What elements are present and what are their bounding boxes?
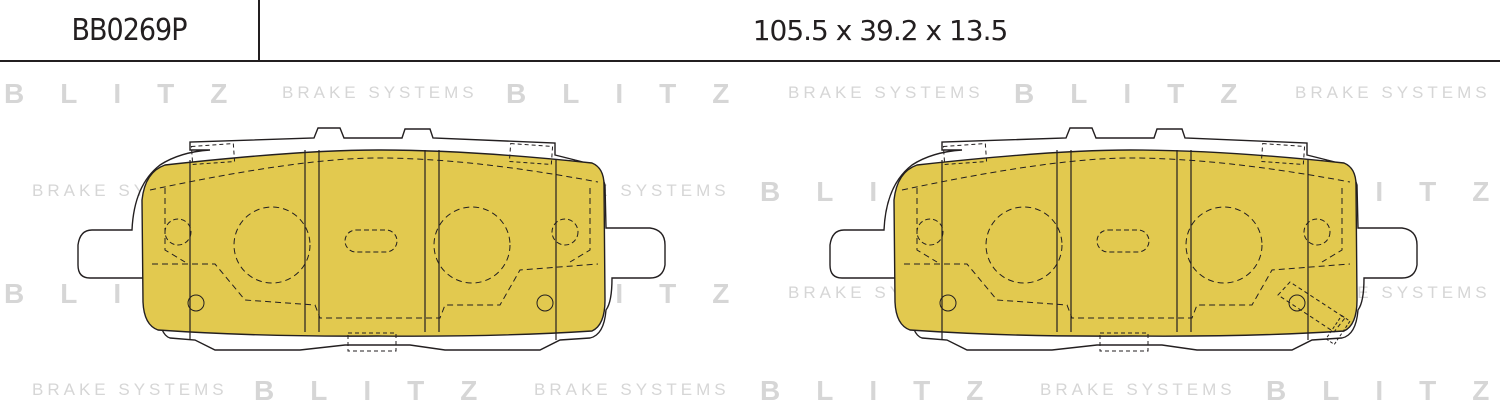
part-number: BB0269P <box>0 0 260 60</box>
brake-pad-left <box>77 127 666 352</box>
watermark-brand: BLITZ <box>254 375 514 406</box>
dimensions-label: 105.5 x 39.2 x 13.5 <box>752 13 1009 47</box>
watermark-brand: BLITZ <box>506 78 766 109</box>
watermark-brand: BLITZ <box>1014 78 1274 109</box>
watermark-tagline: BRAKE SYSTEMS <box>32 380 228 399</box>
watermark-tagline: BRAKE SYSTEMS <box>1040 380 1236 399</box>
watermark-tagline: BRAKE SYSTEMS <box>1295 83 1491 102</box>
watermark-brand: BLITZ <box>1266 375 1500 406</box>
watermark-brand: BLITZ <box>4 78 264 109</box>
wear-indicator <box>1277 281 1351 346</box>
watermark-brand: BLITZ <box>760 375 1020 406</box>
watermark-tagline: BRAKE SYSTEMS <box>788 83 984 102</box>
brake-pad-right <box>829 127 1418 352</box>
watermark-tagline: BRAKE SYSTEMS <box>282 83 478 102</box>
watermark-tagline: BRAKE SYSTEMS <box>534 380 730 399</box>
header-bar: BB0269P 105.5 x 39.2 x 13.5 <box>0 0 1500 62</box>
